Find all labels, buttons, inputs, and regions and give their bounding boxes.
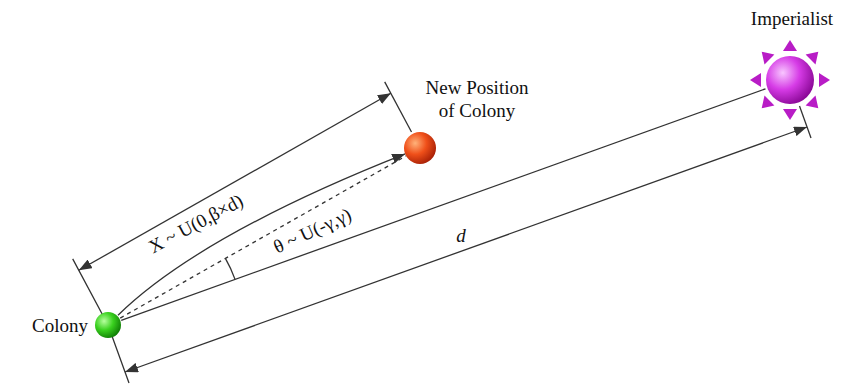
ray-spike xyxy=(806,96,819,109)
colony-circle xyxy=(95,312,121,338)
node-shape xyxy=(404,132,436,164)
new-position-circle xyxy=(404,132,436,164)
ray-spike xyxy=(783,109,797,120)
node-shape xyxy=(750,40,830,120)
colony-node: Colony xyxy=(94,311,122,339)
node-label: New Position of Colony xyxy=(421,76,533,122)
extension-line xyxy=(385,82,412,132)
ray-spike xyxy=(819,73,830,87)
ray-spike xyxy=(762,96,775,109)
dimension-line xyxy=(125,127,807,372)
ray-spike xyxy=(806,52,819,65)
imperialist-node: Imperialist xyxy=(750,40,830,120)
dashed-line xyxy=(120,156,406,318)
node-label: Imperialist xyxy=(751,7,833,30)
angle-distribution-label: θ ~ U(-γ,γ) xyxy=(270,204,355,259)
node-label: Colony xyxy=(32,314,88,337)
ray-spike xyxy=(783,40,797,51)
dimension-line xyxy=(79,93,391,270)
new-position-node: New Position of Colony xyxy=(404,132,436,164)
movement-arrow xyxy=(118,154,405,315)
distance-label: d xyxy=(456,225,466,247)
ray-spike xyxy=(762,52,775,65)
ray-spike xyxy=(750,73,761,87)
node-shape xyxy=(94,311,122,339)
imperialist-ball xyxy=(766,56,814,104)
angle-arc xyxy=(225,258,235,279)
extension-line xyxy=(800,106,812,138)
connector-line xyxy=(121,89,765,320)
